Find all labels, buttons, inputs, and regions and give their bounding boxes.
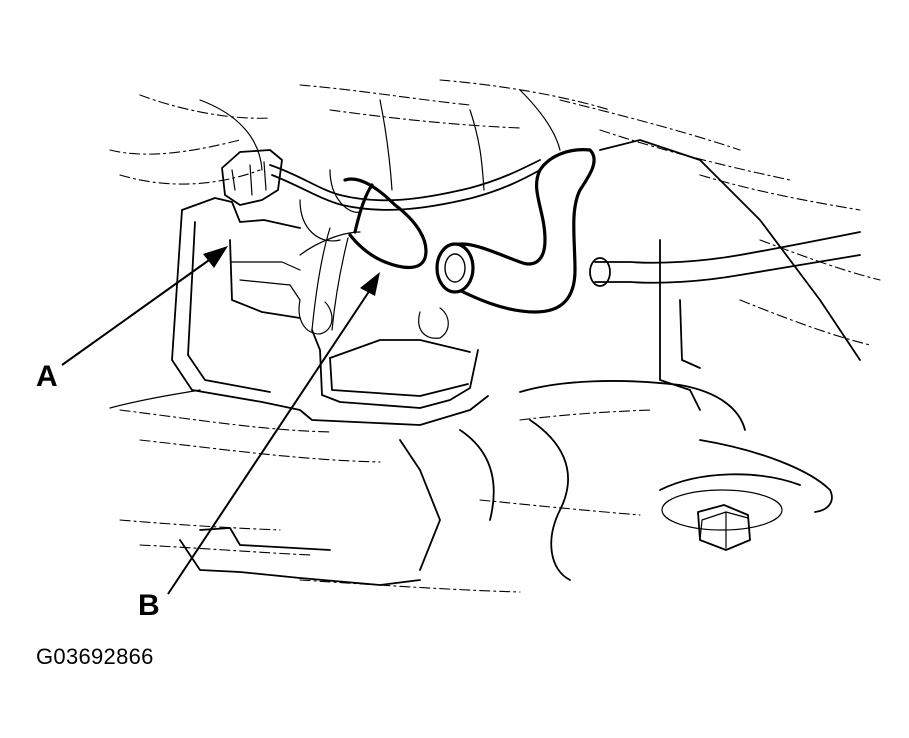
valve-body	[171, 149, 489, 426]
right-housing	[519, 139, 861, 581]
lower-bracket	[109, 389, 495, 586]
wire-harness	[269, 159, 541, 242]
leader-arrow-b	[167, 272, 380, 595]
mounting-bolt	[661, 489, 783, 551]
figure-id: G03692866	[36, 644, 154, 669]
callout-label-b: B	[138, 589, 160, 622]
large-hose	[435, 148, 596, 314]
hose-b	[299, 177, 428, 331]
engine-background-linework	[109, 79, 881, 593]
callout-label-a: A	[36, 360, 58, 393]
leader-arrow-a	[61, 246, 228, 366]
